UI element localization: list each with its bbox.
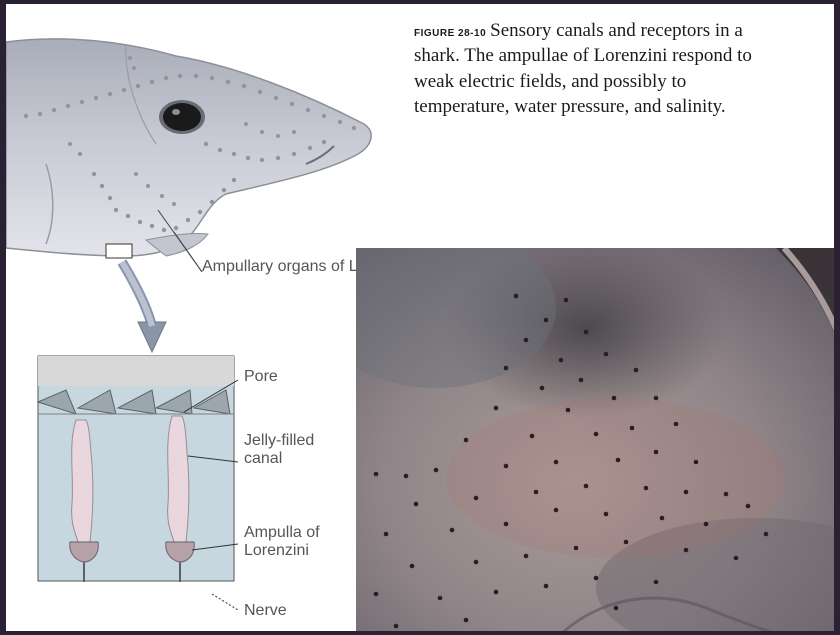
cross-section-panel bbox=[38, 356, 234, 581]
shark-snout-photo bbox=[356, 248, 834, 631]
figure-number: FIGURE 28-10 bbox=[414, 28, 486, 39]
photo-image bbox=[356, 248, 834, 631]
ampulla-cross-section bbox=[6, 4, 406, 631]
label-nerve: Nerve bbox=[244, 602, 287, 620]
label-pore: Pore bbox=[244, 368, 278, 386]
label-jelly-filled-canal: Jelly-filled canal bbox=[244, 432, 324, 469]
label-ampulla: Ampulla of Lorenzini bbox=[244, 524, 330, 561]
